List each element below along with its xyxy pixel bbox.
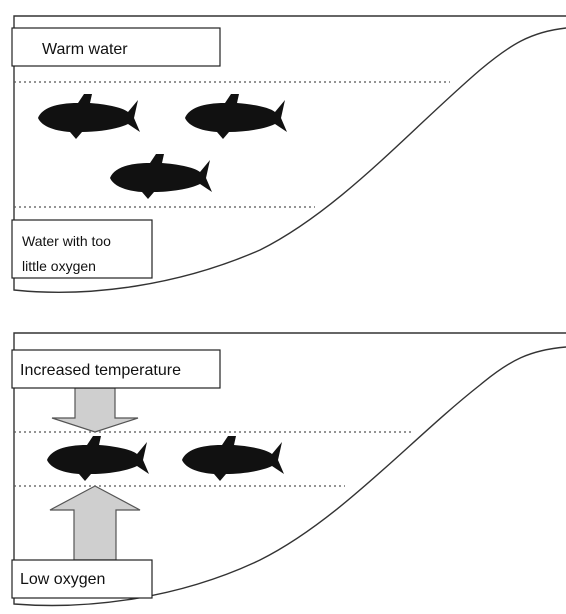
low-oxygen-label: Low oxygen [20, 571, 105, 588]
increased-temperature-label: Increased temperature [20, 362, 181, 379]
fish-icon [182, 436, 284, 481]
fish-icon [47, 436, 149, 481]
warm-water-label: Warm water [42, 41, 128, 58]
down-arrow-icon [52, 388, 138, 432]
panel-2: Increased temperature Low oxygen [12, 333, 566, 605]
up-arrow-icon [50, 486, 140, 560]
panel-1: Warm water Water with too little oxygen [12, 16, 566, 292]
low-oxygen-water-label-line-1: Water with too [22, 233, 111, 249]
fish-icon [38, 94, 140, 139]
low-oxygen-water-label-line-2: little oxygen [22, 258, 96, 274]
fish-icon [110, 154, 212, 199]
fish-icon [185, 94, 287, 139]
